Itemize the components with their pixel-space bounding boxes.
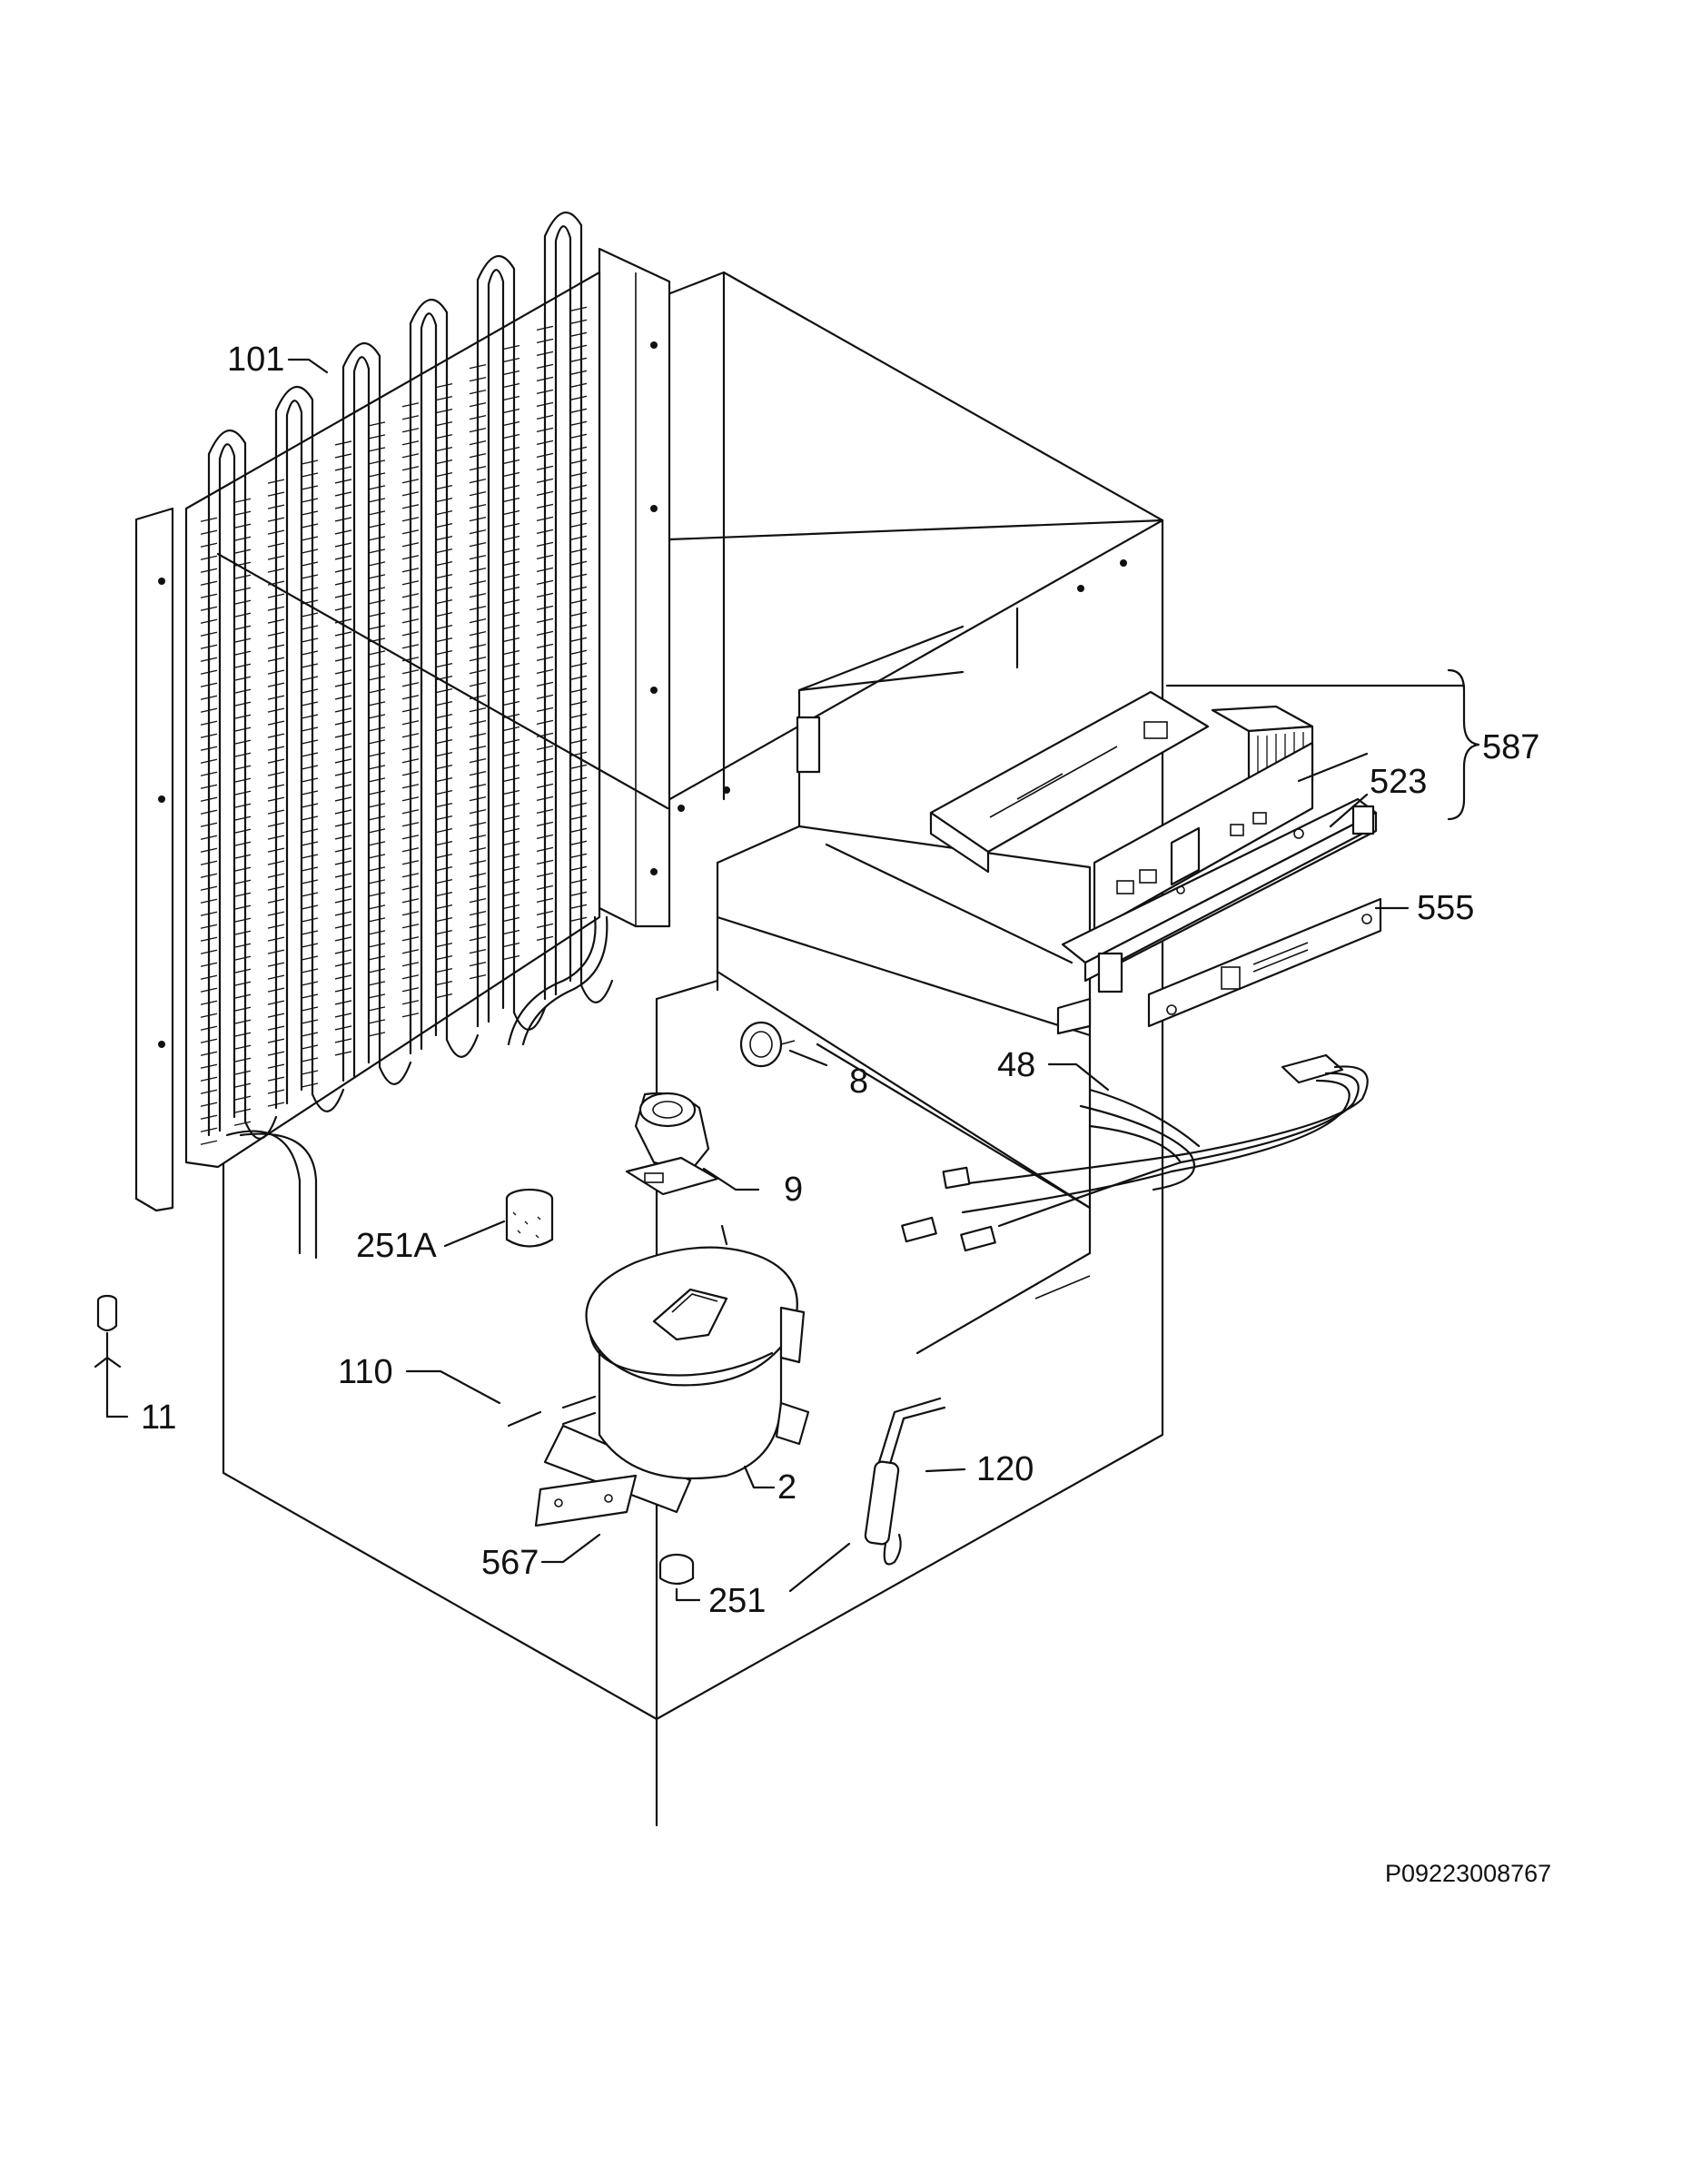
label-2: 2 — [777, 1468, 796, 1507]
label-523: 523 — [1370, 763, 1427, 801]
part-9 — [625, 1092, 728, 1246]
condenser-tube — [285, 400, 303, 1105]
wiring-harness-48 — [901, 1053, 1369, 1252]
condenser-tube — [352, 356, 371, 1078]
drawing-code: P09223008767 — [1385, 1860, 1551, 1887]
part-120 — [864, 1397, 946, 1566]
condenser-fin-column — [233, 498, 252, 1126]
condenser-fin-column — [502, 344, 520, 961]
part-567 — [534, 1474, 638, 1527]
label-9: 9 — [784, 1171, 803, 1209]
label-48: 48 — [997, 1046, 1035, 1084]
condenser-tube — [274, 385, 345, 1112]
part-251 — [658, 1553, 695, 1586]
label-567: 567 — [481, 1544, 539, 1582]
condenser-fin-column — [368, 421, 386, 1037]
label-120: 120 — [976, 1450, 1034, 1488]
label-251: 251 — [708, 1582, 766, 1620]
label-251A: 251A — [356, 1227, 437, 1265]
leader-lines — [287, 358, 1480, 1602]
condenser-tube — [341, 341, 412, 1085]
control-module-587 — [929, 690, 1378, 993]
condenser-fin-column — [569, 306, 588, 922]
label-587: 587 — [1482, 728, 1539, 766]
part-8 — [739, 1021, 796, 1068]
part-11 — [94, 1294, 129, 1418]
condenser-tube — [420, 312, 438, 1051]
label-101: 101 — [227, 341, 284, 379]
condenser-tube — [476, 254, 547, 1031]
condenser-tube — [409, 298, 480, 1058]
condenser-tube — [543, 211, 614, 1003]
condenser-fin-column — [301, 460, 319, 1088]
compressor-2 — [507, 1246, 810, 1514]
condenser-tube — [207, 429, 278, 1140]
condenser-tube — [554, 225, 572, 996]
part-labels: 101 587 523 555 48 8 9 251A 110 11 2 120… — [141, 341, 1551, 1887]
condenser-tube — [218, 443, 236, 1132]
label-11: 11 — [141, 1398, 176, 1437]
condenser-101 — [134, 211, 671, 1260]
label-8: 8 — [849, 1062, 868, 1101]
condenser-fin-column — [435, 383, 453, 999]
label-555: 555 — [1417, 889, 1474, 927]
front-cover-555 — [1147, 897, 1382, 1028]
condenser-tube — [487, 269, 505, 1023]
label-110: 110 — [338, 1353, 393, 1391]
part-251A — [505, 1188, 554, 1248]
